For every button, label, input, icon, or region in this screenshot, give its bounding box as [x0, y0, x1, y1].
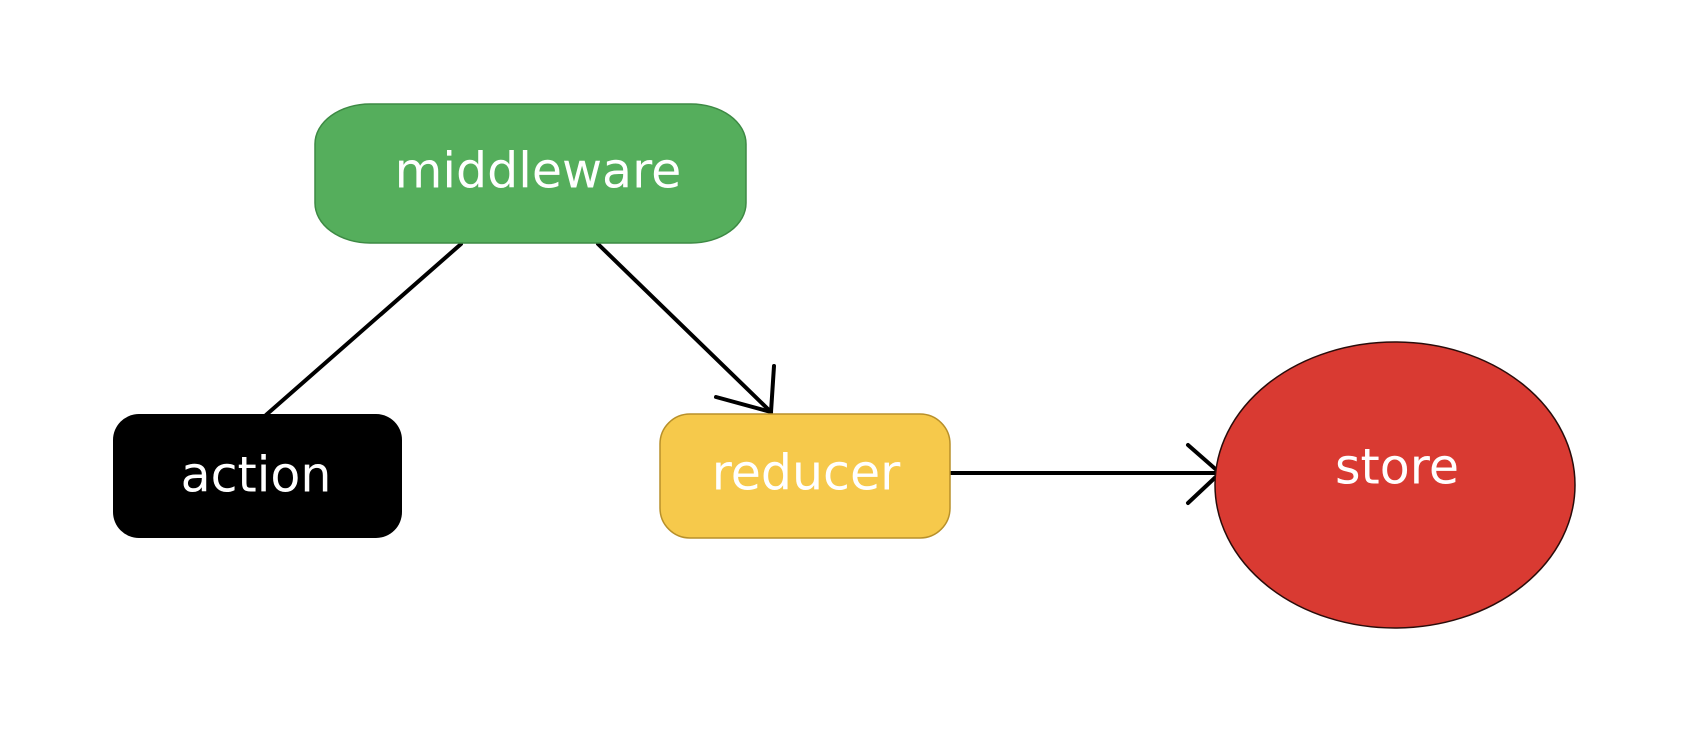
- edge-reducer-store: [949, 443, 1223, 505]
- node-reducer-label: reducer: [712, 445, 901, 502]
- node-middleware-label: middleware: [395, 143, 682, 200]
- node-store-shape: [1214, 341, 1576, 629]
- node-action[interactable]: action: [113, 414, 402, 538]
- edge-middleware-reducer: [596, 242, 776, 415]
- node-store-label: store: [1335, 439, 1459, 496]
- node-reducer[interactable]: reducer: [659, 413, 951, 539]
- node-action-label: action: [181, 447, 332, 504]
- edge-middleware-action: [264, 242, 463, 417]
- node-action-shape: [113, 414, 402, 538]
- node-middleware[interactable]: middleware: [314, 103, 747, 244]
- node-middleware-shape: [314, 103, 747, 244]
- node-reducer-shape: [659, 413, 951, 539]
- node-store[interactable]: store: [1214, 341, 1576, 629]
- arrowhead-reducer: [714, 364, 776, 415]
